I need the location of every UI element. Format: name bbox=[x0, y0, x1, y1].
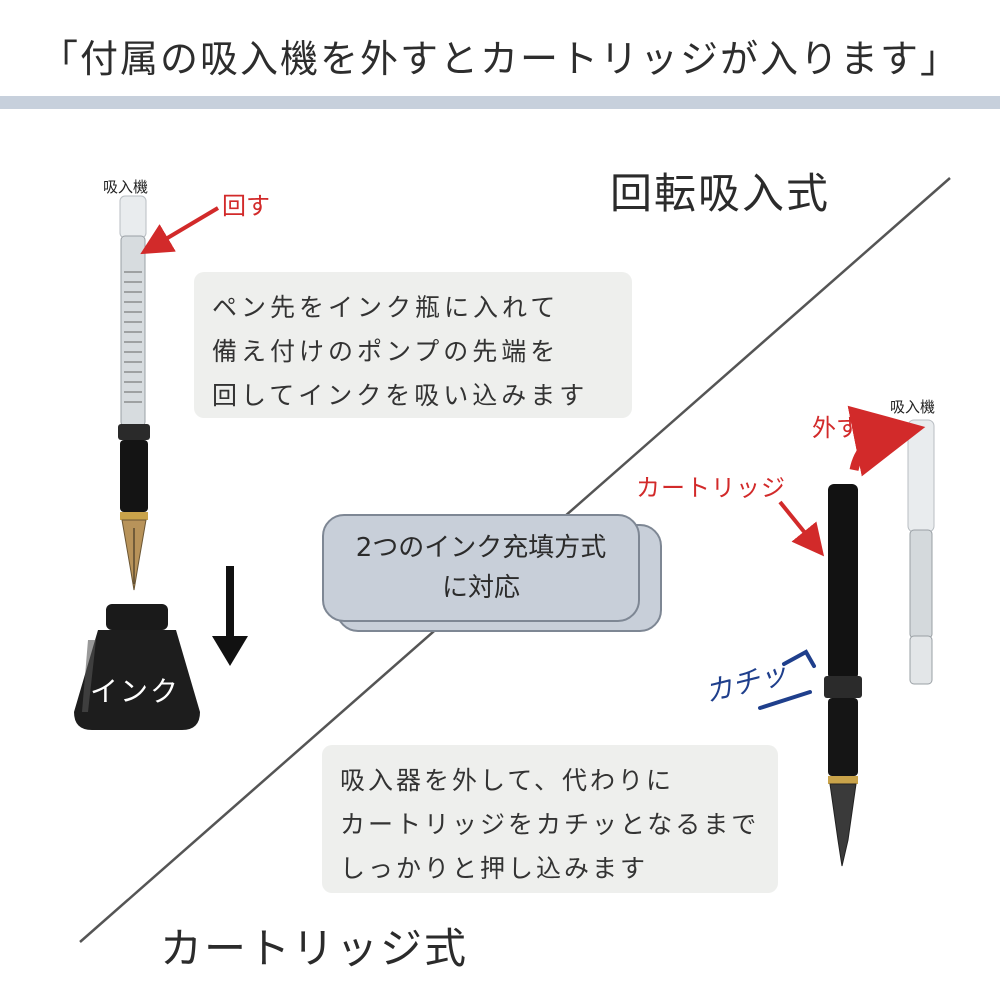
cartridge-note-line: 吸入器を外して、代わりに bbox=[340, 766, 675, 795]
cartridge-icon bbox=[824, 484, 862, 867]
rotary-heading: 回転吸入式 bbox=[610, 169, 831, 218]
click-mark-icon bbox=[758, 649, 816, 710]
fountain-pen-icon bbox=[118, 195, 150, 591]
page-title: 「付属の吸入機を外すとカートリッジが入ります」 bbox=[39, 37, 960, 81]
rotary-note-line: 回してインクを吸い込みます bbox=[212, 381, 589, 410]
converter-label: 吸入機 bbox=[103, 178, 149, 196]
converter-label: 吸入機 bbox=[890, 398, 936, 416]
cartridge-heading: カートリッジ式 bbox=[160, 924, 469, 973]
red-arrow-icon bbox=[847, 405, 926, 477]
center-badge-line: 2つのインク充填方式 bbox=[355, 533, 607, 563]
rotary-note-line: ペン先をインク瓶に入れて bbox=[212, 293, 560, 322]
cartridge-note-line: しっかりと押し込みます bbox=[340, 854, 649, 883]
header-divider bbox=[0, 96, 1000, 109]
converter-icon bbox=[124, 271, 142, 403]
center-badge: 2つのインク充填方式 に対応 bbox=[322, 514, 640, 622]
center-badge-line: に対応 bbox=[441, 573, 520, 603]
cartridge-note: 吸入器を外して、代わりに カートリッジをカチッとなるまで しっかりと押し込みます bbox=[322, 745, 778, 893]
ink-bottle-icon bbox=[74, 604, 200, 730]
red-arrow-icon bbox=[778, 500, 825, 557]
rotary-note: ペン先をインク瓶に入れて 備え付けのポンプの先端を 回してインクを吸い込みます bbox=[194, 272, 632, 418]
cartridge-note-line: カートリッジをカチッとなるまで bbox=[340, 810, 760, 839]
red-arrow-icon bbox=[140, 206, 220, 255]
down-arrow-icon bbox=[212, 566, 248, 666]
remove-label: 外す bbox=[812, 414, 860, 442]
rotary-note-line: 備え付けのポンプの先端を bbox=[212, 337, 560, 366]
converter-icon bbox=[907, 419, 935, 685]
cartridge-label: カートリッジ bbox=[636, 474, 786, 502]
rotate-label: 回す bbox=[222, 192, 270, 220]
ink-bottle-label: インク bbox=[90, 675, 181, 708]
